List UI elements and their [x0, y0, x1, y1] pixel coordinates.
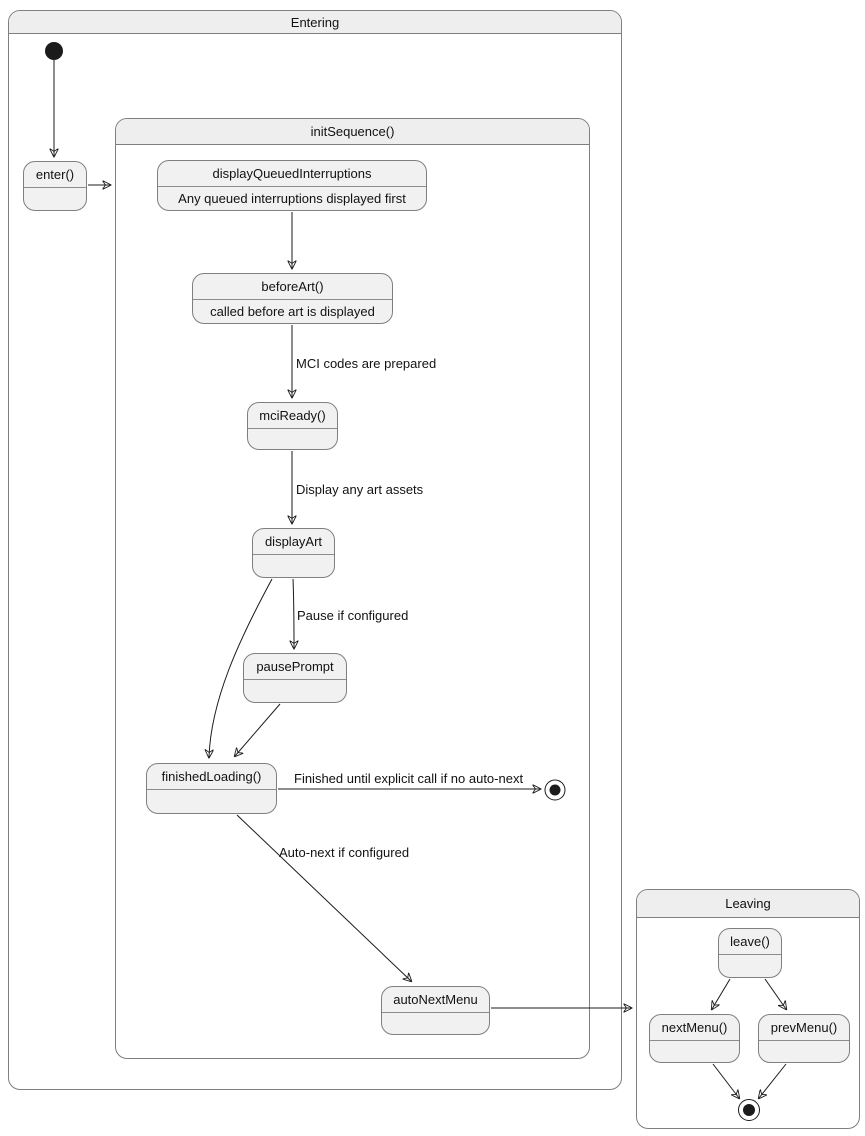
composite-state-leaving-title: Leaving: [637, 890, 859, 918]
state-finished-loading-label: finishedLoading(): [161, 769, 262, 784]
state-auto-next-menu-label: autoNextMenu: [393, 992, 478, 1007]
state-before-art: beforeArt() called before art is display…: [192, 273, 393, 324]
state-leave-label: leave(): [730, 934, 770, 949]
state-display-art-body: [253, 554, 334, 577]
state-next-menu-label: nextMenu(): [661, 1020, 728, 1035]
state-display-queued-interruptions-label: displayQueuedInterruptions: [212, 166, 372, 181]
state-pause-prompt: pausePrompt: [243, 653, 347, 703]
state-before-art-description: called before art is displayed: [193, 299, 392, 323]
composite-state-init-sequence: initSequence(): [115, 118, 590, 1059]
state-leave-body: [719, 954, 781, 977]
transition-label-mci-codes: MCI codes are prepared: [296, 356, 437, 371]
state-display-queued-interruptions: displayQueuedInterruptions Any queued in…: [157, 160, 427, 211]
state-next-menu: nextMenu(): [649, 1014, 740, 1063]
state-mci-ready-body: [248, 428, 337, 449]
state-pause-prompt-label: pausePrompt: [256, 659, 334, 674]
composite-state-entering: Entering: [8, 10, 622, 1090]
state-display-art-label: displayArt: [264, 534, 323, 549]
transition-label-pause-if-configured: Pause if configured: [297, 608, 409, 623]
transition-label-auto-next-configured: Auto-next if configured: [279, 845, 410, 860]
state-before-art-label: beforeArt(): [261, 279, 324, 294]
state-display-queued-interruptions-description: Any queued interruptions displayed first: [158, 186, 426, 210]
state-mci-ready-label: mciReady(): [259, 408, 326, 423]
state-finished-loading-body: [147, 789, 276, 813]
state-prev-menu-label: prevMenu(): [770, 1020, 838, 1035]
state-enter-body: [24, 187, 86, 210]
state-pause-prompt-body: [244, 679, 346, 702]
state-auto-next-menu: autoNextMenu: [381, 986, 490, 1035]
state-display-art: displayArt: [252, 528, 335, 578]
transition-label-finished-no-autonext: Finished until explicit call if no auto-…: [294, 771, 524, 786]
composite-state-leaving: Leaving: [636, 889, 860, 1129]
composite-state-entering-title: Entering: [9, 11, 621, 34]
composite-state-init-sequence-title: initSequence(): [116, 119, 589, 145]
state-enter-label: enter(): [35, 167, 75, 182]
state-prev-menu-body: [759, 1040, 849, 1062]
state-prev-menu: prevMenu(): [758, 1014, 850, 1063]
transition-label-display-art-assets: Display any art assets: [296, 482, 424, 497]
state-auto-next-menu-body: [382, 1012, 489, 1034]
state-next-menu-body: [650, 1040, 739, 1062]
state-mci-ready: mciReady(): [247, 402, 338, 450]
state-leave: leave(): [718, 928, 782, 978]
state-finished-loading: finishedLoading(): [146, 763, 277, 814]
state-enter: enter(): [23, 161, 87, 211]
